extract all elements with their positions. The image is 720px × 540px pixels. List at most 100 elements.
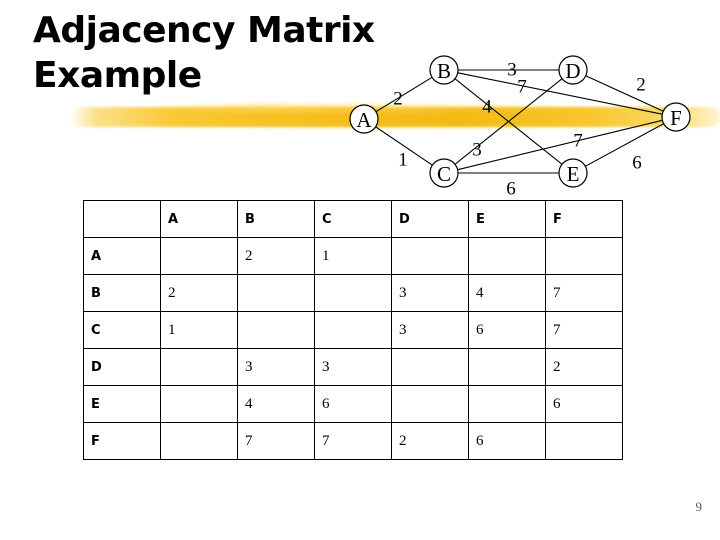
edge-weight-c-e: 6 xyxy=(506,179,516,200)
matrix-cell-b-e: 4 xyxy=(468,274,546,312)
node-label-a: A xyxy=(356,108,372,132)
node-circle-icon xyxy=(349,104,379,134)
graph-node-f: F xyxy=(661,102,691,132)
matrix-cell-a-e xyxy=(468,237,546,275)
page-number: 9 xyxy=(695,499,703,514)
matrix-cell-b-f: 7 xyxy=(545,274,623,312)
edge-weight-b-e: 4 xyxy=(482,97,492,118)
matrix-cell-b-d: 3 xyxy=(391,274,469,312)
node-label-f: F xyxy=(670,106,682,130)
matrix-cell-d-e xyxy=(468,348,546,386)
matrix-cell-f-a xyxy=(160,422,238,460)
graph-edge-c-d xyxy=(454,78,563,165)
graph-edges-layer xyxy=(375,69,664,174)
matrix-row-header-a: A xyxy=(83,237,161,275)
graph-node-b: B xyxy=(429,55,459,85)
matrix-cell-a-c: 1 xyxy=(314,237,392,275)
matrix-col-header-a: A xyxy=(160,200,238,238)
edge-weight-b-d: 3 xyxy=(507,60,517,81)
graph-edge-b-f xyxy=(457,72,663,115)
matrix-row-header-c: C xyxy=(83,311,161,349)
matrix-cell-e-d xyxy=(391,385,469,423)
node-label-b: B xyxy=(437,59,451,83)
matrix-cell-e-b: 4 xyxy=(237,385,315,423)
matrix-cell-a-b: 2 xyxy=(237,237,315,275)
matrix-cell-f-e: 6 xyxy=(468,422,546,460)
graph-node-d: D xyxy=(558,55,588,85)
matrix-cell-c-a: 1 xyxy=(160,311,238,349)
matrix-col-header-c: C xyxy=(314,200,392,238)
matrix-cell-e-a xyxy=(160,385,238,423)
graph-node-c: C xyxy=(429,158,459,188)
node-circle-background xyxy=(430,159,458,187)
page-title: Adjacency Matrix Example xyxy=(33,10,375,96)
graph-node-a: A xyxy=(349,104,379,134)
matrix-cell-e-f: 6 xyxy=(545,385,623,423)
node-circle-background xyxy=(662,103,690,131)
node-circle-icon xyxy=(558,55,588,85)
node-label-d: D xyxy=(565,59,580,83)
matrix-cell-d-b: 3 xyxy=(237,348,315,386)
matrix-cell-b-c xyxy=(314,274,392,312)
edge-weight-a-c: 1 xyxy=(398,150,408,171)
matrix-corner-cell xyxy=(83,200,161,238)
matrix-cell-c-c xyxy=(314,311,392,349)
node-label-e: E xyxy=(567,162,580,186)
node-label-c: C xyxy=(437,162,451,186)
edge-weight-b-f: 7 xyxy=(517,77,527,98)
matrix-cell-f-b: 7 xyxy=(237,422,315,460)
matrix-cell-a-f xyxy=(545,237,623,275)
matrix-cell-a-d xyxy=(391,237,469,275)
node-circle-icon xyxy=(661,102,691,132)
matrix-row-header-b: B xyxy=(83,274,161,312)
matrix-col-header-f: F xyxy=(545,200,623,238)
matrix-row-header-e: E xyxy=(83,385,161,423)
matrix-col-header-d: D xyxy=(391,200,469,238)
node-circle-background xyxy=(559,159,587,187)
node-circle-icon xyxy=(429,158,459,188)
matrix-cell-c-d: 3 xyxy=(391,311,469,349)
matrix-cell-e-c: 6 xyxy=(314,385,392,423)
matrix-cell-f-f xyxy=(545,422,623,460)
matrix-cell-d-a xyxy=(160,348,238,386)
edge-weight-c-d: 3 xyxy=(472,140,482,161)
matrix-cell-d-f: 2 xyxy=(545,348,623,386)
edge-weight-a-b: 2 xyxy=(393,89,403,110)
graph-edge-a-c xyxy=(375,126,433,166)
matrix-cell-c-b xyxy=(237,311,315,349)
matrix-cell-b-a: 2 xyxy=(160,274,238,312)
edge-weight-c-f: 7 xyxy=(573,131,583,152)
graph-edge-d-f xyxy=(585,75,664,112)
graph-edge-e-f xyxy=(585,123,664,167)
node-circle-icon xyxy=(558,158,588,188)
matrix-cell-e-e xyxy=(468,385,546,423)
matrix-cell-d-d xyxy=(391,348,469,386)
graph-node-e: E xyxy=(558,158,588,188)
edge-weight-e-f: 6 xyxy=(632,153,642,174)
graph-edge-a-b xyxy=(375,76,433,113)
matrix-cell-f-d: 2 xyxy=(391,422,469,460)
edge-weight-d-f: 2 xyxy=(636,75,646,96)
graph-edge-c-f xyxy=(457,119,663,171)
matrix-cell-c-e: 6 xyxy=(468,311,546,349)
node-circle-background xyxy=(430,56,458,84)
graph-nodes-layer: A B C D E F xyxy=(349,55,691,188)
matrix-row-header-f: F xyxy=(83,422,161,460)
matrix-row-header-d: D xyxy=(83,348,161,386)
node-circle-background xyxy=(559,56,587,84)
matrix-cell-f-c: 7 xyxy=(314,422,392,460)
node-circle-background xyxy=(350,105,378,133)
matrix-cell-c-f: 7 xyxy=(545,311,623,349)
node-circle-icon xyxy=(429,55,459,85)
